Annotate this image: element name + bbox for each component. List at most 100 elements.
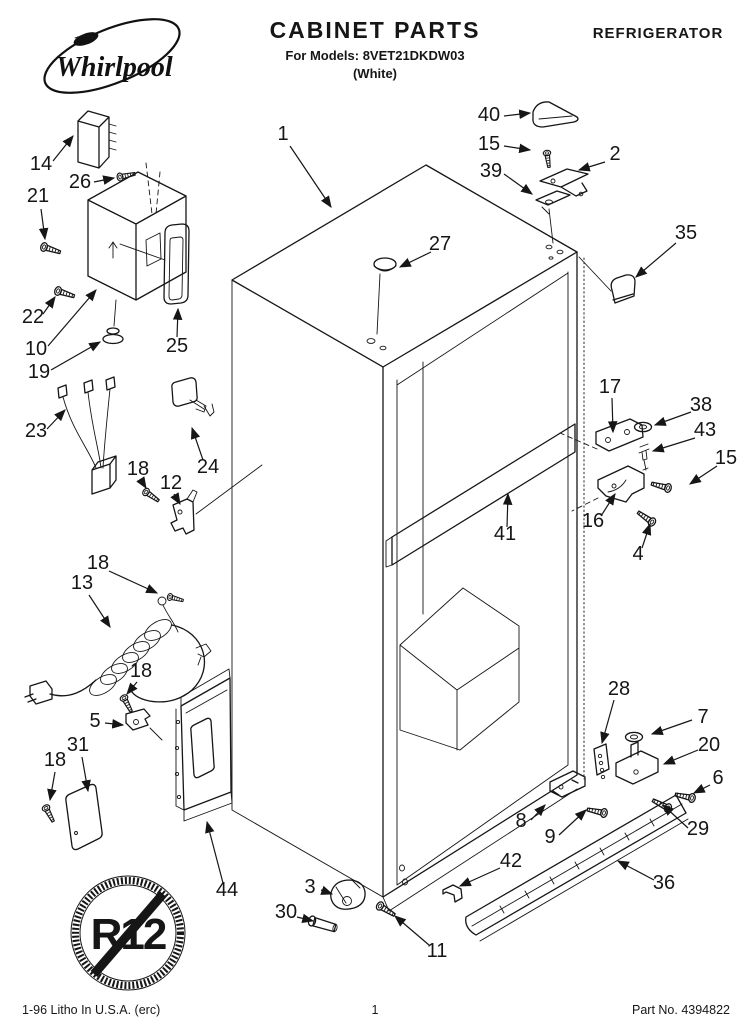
- callout-8: 8: [515, 804, 546, 832]
- callout-13: 13: [71, 572, 111, 629]
- callout-label: 29: [687, 818, 709, 840]
- bracket-part12: [170, 464, 263, 535]
- top-hinge-part2: [539, 168, 589, 197]
- callout-26: 26: [69, 171, 116, 193]
- callout-43: 43: [651, 419, 716, 453]
- page-number: 1: [372, 1003, 379, 1017]
- callout-label: 2: [609, 143, 620, 165]
- models-line: For Models: 8VET21DKDW03: [285, 48, 464, 63]
- callout-15-top: 15: [478, 133, 532, 155]
- callout-10: 10: [25, 289, 97, 360]
- screw-part15-top: [542, 149, 554, 169]
- callout-label: 44: [216, 879, 238, 901]
- callout-1: 1: [277, 123, 332, 208]
- callout-label: 16: [582, 510, 604, 532]
- callout-label: 11: [427, 940, 448, 962]
- callout-label: 10: [25, 338, 47, 360]
- callout-label: 8: [515, 810, 526, 832]
- callout-40: 40: [478, 104, 532, 126]
- callout-label: 9: [544, 826, 555, 848]
- callout-label: 42: [500, 850, 522, 872]
- callout-35: 35: [635, 222, 697, 278]
- logo-crest-icon: [73, 32, 99, 46]
- kickplate-rail-part36: [465, 794, 689, 942]
- callout-18-a: 18: [127, 458, 149, 490]
- callout-label: 35: [675, 222, 697, 244]
- callout-label: 18: [44, 749, 66, 771]
- callout-label: 4: [632, 543, 643, 565]
- hinge-pin-part43: [638, 443, 650, 471]
- prohibition-slash: [90, 891, 167, 977]
- center-rail: [385, 423, 576, 568]
- washer-part7: [624, 731, 644, 743]
- callout-20: 20: [662, 734, 720, 765]
- callout-17: 17: [599, 376, 621, 434]
- callout-label: 23: [25, 420, 47, 442]
- callout-44: 44: [205, 820, 238, 901]
- callout-9: 9: [544, 809, 587, 848]
- screw-part18-c: [118, 693, 136, 714]
- callout-label: 40: [478, 104, 500, 126]
- callout-label: 3: [304, 876, 315, 898]
- callout-label: 15: [715, 447, 737, 469]
- callout-21: 21: [27, 185, 49, 241]
- cabinet-top-plug: [366, 257, 397, 351]
- callout-23: 23: [25, 409, 66, 442]
- callout-7: 7: [650, 706, 709, 735]
- callout-25: 25: [166, 307, 188, 357]
- cap-part35: [578, 256, 636, 304]
- assembly-dash-lines: [145, 162, 161, 215]
- callout-18-c: 18: [126, 660, 152, 695]
- callout-label: 38: [690, 394, 712, 416]
- hinge-plate-part17: [559, 418, 644, 452]
- callout-label: 25: [166, 335, 188, 357]
- callouts: 1 40 15 39 2 27 35 14 26 21 22 10 25 19 …: [22, 104, 737, 962]
- callout-19: 19: [28, 341, 102, 383]
- callout-label: 41: [494, 523, 516, 545]
- axle-pin-part30: [307, 915, 338, 933]
- callout-label: 28: [608, 678, 630, 700]
- callout-label: 13: [71, 572, 93, 594]
- callout-label: 24: [197, 456, 219, 478]
- callout-24: 24: [190, 426, 219, 478]
- fastener-part24: [171, 377, 215, 417]
- clamp-part5: [125, 708, 163, 741]
- callout-42: 42: [458, 850, 522, 887]
- bottom-hinge-part20: [615, 741, 659, 785]
- compressor-box-part10: [87, 171, 187, 327]
- callout-29: 29: [662, 804, 709, 840]
- screw-part18-b: [166, 592, 185, 605]
- roller-bracket-part8: [549, 770, 586, 798]
- power-cord-part13: [24, 596, 212, 705]
- callout-label: 5: [89, 710, 100, 732]
- callout-label: 30: [275, 901, 297, 923]
- callout-2: 2: [577, 143, 621, 172]
- callout-label: 1: [277, 123, 288, 145]
- product-type: REFRIGERATOR: [593, 25, 724, 42]
- screw-part6: [673, 789, 697, 804]
- callout-11: 11: [394, 915, 448, 962]
- screw-part18-d: [40, 803, 58, 824]
- callout-label: 12: [160, 472, 182, 494]
- hinge-shim-part39: [535, 190, 571, 215]
- screw-part18-a: [140, 486, 162, 505]
- footer: 1-96 Litho In U.S.A. (erc) 1 Part No. 43…: [22, 1003, 730, 1017]
- callout-36: 36: [616, 860, 675, 894]
- callout-39: 39: [480, 160, 533, 195]
- logo-swoosh-ellipse: [43, 18, 181, 94]
- callout-label: 21: [27, 185, 49, 207]
- callout-15-mid: 15: [689, 447, 737, 485]
- screw-part21: [38, 241, 63, 258]
- hinge-alignment-line: [548, 208, 554, 244]
- grommet-part19: [102, 327, 124, 345]
- callout-label: 39: [480, 160, 502, 182]
- screw-part15-mid: [649, 478, 673, 494]
- callout-18-d: 18: [44, 749, 66, 802]
- callout-14: 14: [30, 135, 74, 175]
- cabinet-shell: [231, 164, 585, 912]
- callout-label: 18: [130, 660, 152, 682]
- callout-label: 15: [478, 133, 500, 155]
- cover-plate-part31: [65, 783, 103, 851]
